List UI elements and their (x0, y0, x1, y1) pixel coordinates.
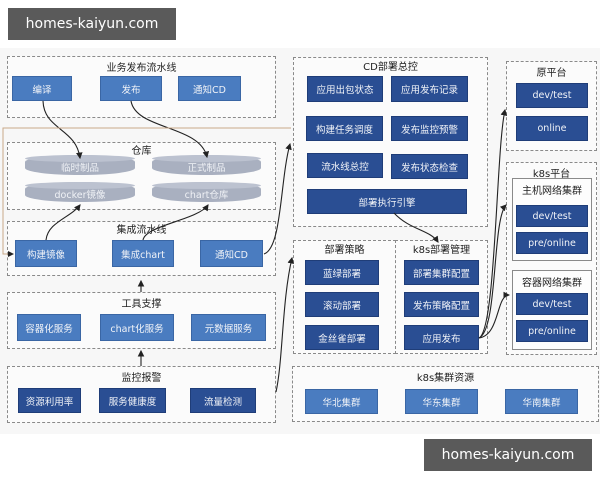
node-build-task-scheduling[interactable]: 构建任务调度 (306, 116, 383, 141)
node-pipeline-control[interactable]: 流水线总控 (307, 153, 383, 178)
node-release-monitoring-alert[interactable]: 发布监控预警 (391, 116, 468, 141)
group-title: 容器网络集群 (522, 278, 582, 289)
node-temp-artifacts[interactable]: 临时制品 (25, 155, 135, 175)
node-containerization-service[interactable]: 容器化服务 (17, 314, 81, 341)
group-title: 监控报警 (121, 373, 162, 384)
label: 正式制品 (187, 163, 226, 174)
node-integrate-chart[interactable]: 集成chart (112, 240, 174, 267)
node-traffic-detection[interactable]: 流量检测 (190, 388, 256, 413)
node-deploy-cluster-config[interactable]: 部署集群配置 (404, 260, 479, 285)
node-compile[interactable]: 编译 (12, 76, 72, 101)
node-east-china-cluster[interactable]: 华东集群 (405, 389, 478, 414)
node-app-release-record[interactable]: 应用发布记录 (391, 76, 468, 102)
node-app-package-status[interactable]: 应用出包状态 (307, 76, 383, 102)
node-deploy-execution-engine[interactable]: 部署执行引擎 (307, 189, 467, 214)
node-container-pre-online[interactable]: pre/online (516, 320, 588, 342)
node-service-health[interactable]: 服务健康度 (99, 388, 166, 413)
node-release-status-check[interactable]: 发布状态检查 (391, 154, 468, 179)
group-title: 部署策略 (324, 245, 365, 256)
watermark-top: homes-kaiyun.com (8, 8, 176, 40)
node-docker-images[interactable]: docker镜像 (25, 182, 135, 202)
group-title: CD部署总控 (363, 62, 418, 73)
node-notify-cd-2[interactable]: 通知CD (200, 240, 263, 267)
group-title: 集成流水线 (116, 225, 167, 236)
group-title: k8s平台 (532, 169, 571, 180)
node-chart-service[interactable]: chart化服务 (100, 314, 174, 341)
node-origin-online[interactable]: online (516, 116, 588, 141)
node-canary-deploy[interactable]: 金丝雀部署 (305, 325, 379, 350)
node-release-artifacts[interactable]: 正式制品 (152, 155, 261, 175)
node-north-china-cluster[interactable]: 华北集群 (305, 389, 378, 414)
group-title: 工具支撑 (121, 299, 162, 310)
node-metadata-service[interactable]: 元数据服务 (191, 314, 266, 341)
node-notify-cd[interactable]: 通知CD (178, 76, 241, 101)
node-rolling-deploy[interactable]: 滚动部署 (305, 292, 379, 317)
group-title: k8s部署管理 (412, 245, 471, 256)
node-publish[interactable]: 发布 (100, 76, 162, 101)
label: chart仓库 (184, 190, 229, 201)
group-title: 主机网络集群 (522, 186, 582, 197)
node-blue-green-deploy[interactable]: 蓝绿部署 (305, 260, 379, 285)
group-title: k8s集群资源 (416, 373, 475, 384)
node-release-strategy-config[interactable]: 发布策略配置 (404, 292, 479, 317)
node-container-dev-test[interactable]: dev/test (516, 293, 588, 315)
node-build-image[interactable]: 构建镜像 (15, 240, 77, 267)
node-resource-utilization[interactable]: 资源利用率 (18, 388, 81, 413)
node-host-dev-test[interactable]: dev/test (516, 205, 588, 227)
node-origin-dev-test[interactable]: dev/test (516, 83, 588, 108)
group-title: 原平台 (536, 68, 567, 79)
watermark-bottom: homes-kaiyun.com (424, 439, 592, 471)
label: docker镜像 (54, 190, 106, 201)
node-app-release[interactable]: 应用发布 (404, 325, 479, 350)
label: 临时制品 (60, 163, 99, 174)
node-south-china-cluster[interactable]: 华南集群 (505, 389, 578, 414)
node-host-pre-online[interactable]: pre/online (516, 232, 588, 254)
node-chart-repo[interactable]: chart仓库 (152, 182, 261, 202)
group-title: 业务发布流水线 (106, 63, 177, 74)
